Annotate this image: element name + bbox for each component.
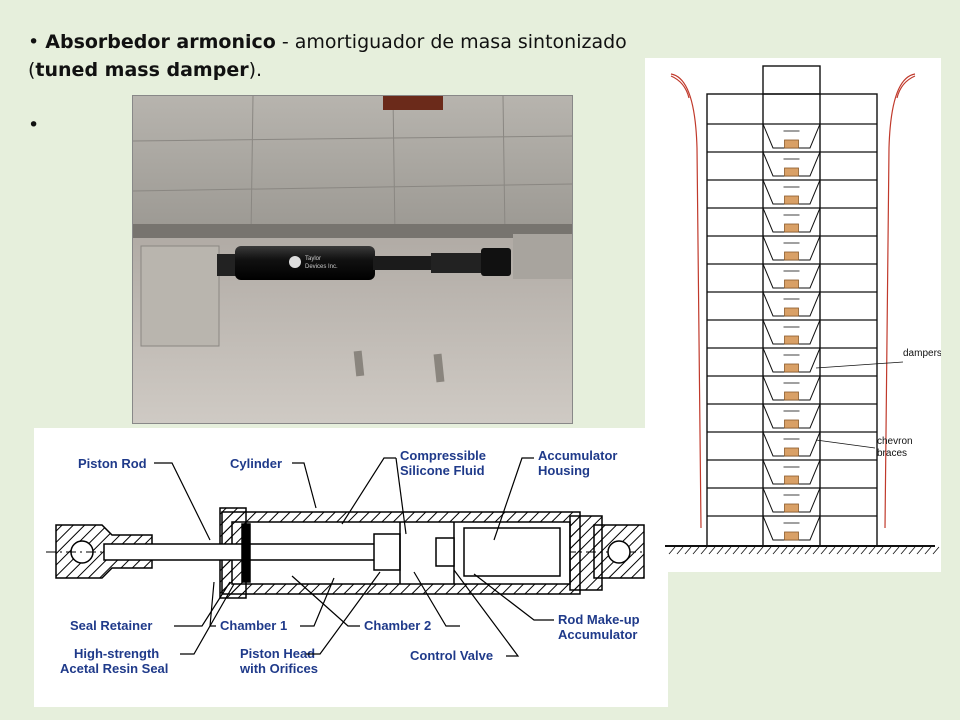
label-chamber-1: Chamber 1 (220, 618, 287, 633)
label-fluid-2: Silicone Fluid (400, 463, 485, 478)
label-housing-1: Accumulator (538, 448, 617, 463)
damper-unit (784, 223, 799, 233)
damper-unit (784, 167, 799, 177)
photo-label-1: Taylor (305, 256, 321, 262)
ground-hatch (716, 546, 724, 555)
sway-arc-left (670, 75, 690, 99)
title-normal: - amortiguador de masa sintonizado ( (28, 31, 627, 81)
label-seal-retainer: Seal Retainer (70, 618, 152, 633)
label-makeup-1: Rod Make-up (558, 612, 640, 627)
label-chamber-2: Chamber 2 (364, 618, 431, 633)
ground-hatch (868, 546, 876, 555)
title-bold-start: Absorbedor armonico (45, 31, 276, 53)
dampers-leader (815, 361, 904, 369)
ground-hatch (692, 546, 700, 555)
chevron-label-2: braces (877, 448, 907, 459)
label-seal-2: Acetal Resin Seal (60, 661, 168, 676)
ground-hatch (892, 546, 900, 555)
chevron-leader (815, 439, 876, 449)
ground-hatch (836, 546, 844, 555)
label-head-1: Piston Head (240, 646, 315, 661)
ground-hatch (796, 546, 804, 555)
ground-hatch (756, 546, 764, 555)
ground-hatch (804, 546, 812, 555)
ground-hatch (812, 546, 820, 555)
damper-unit (784, 279, 799, 289)
damper-unit (784, 531, 799, 541)
damper-photo-drawing: Taylor Devices Inc. (133, 96, 572, 423)
sway-arc-right (896, 75, 916, 99)
ground-hatch (676, 546, 684, 555)
ground-hatch (700, 546, 708, 555)
ground-hatch (884, 546, 892, 555)
bullet-marker: • (28, 31, 40, 53)
damper-unit (784, 503, 799, 513)
chevron-label-1: chevron (877, 436, 913, 447)
ground-hatch (876, 546, 884, 555)
ground-hatch (732, 546, 740, 555)
ground-hatch (852, 546, 860, 555)
label-head-2: with Orifices (239, 661, 318, 676)
damper-photo: Taylor Devices Inc. (132, 95, 573, 424)
ground-hatch (860, 546, 868, 555)
ground-hatch (908, 546, 916, 555)
damper-unit (784, 335, 799, 345)
damper-unit (784, 475, 799, 485)
ground-hatch (924, 546, 932, 555)
ground-hatch (708, 546, 716, 555)
label-control-valve: Control Valve (410, 648, 493, 663)
ground-hatch (844, 546, 852, 555)
ground-hatch (916, 546, 924, 555)
ground-hatch (788, 546, 796, 555)
sway-right-line (884, 73, 916, 529)
ground-hatch (820, 546, 828, 555)
label-makeup-2: Accumulator (558, 627, 637, 642)
damper-unit (784, 307, 799, 317)
damper-unit (784, 391, 799, 401)
sway-left-line (670, 73, 702, 529)
ground-hatch (932, 546, 940, 555)
damper-unit (784, 195, 799, 205)
damper-unit (784, 363, 799, 373)
dampers-label: dampers (903, 348, 941, 359)
damper-unit (784, 419, 799, 429)
label-fluid-1: Compressible (400, 448, 486, 463)
roof-structure (762, 65, 821, 95)
ground-hatch (740, 546, 748, 555)
label-cylinder: Cylinder (230, 456, 282, 471)
bullet-text-1: • Absorbedor armonico - amortiguador de … (28, 28, 688, 84)
title-bold-end: tuned mass damper (35, 59, 249, 81)
damper-unit (784, 251, 799, 261)
photo-label-2: Devices Inc. (305, 264, 338, 270)
label-piston-rod: Piston Rod (78, 456, 147, 471)
ground-hatch (772, 546, 780, 555)
title-close: ). (248, 59, 263, 81)
damper-unit (784, 447, 799, 457)
damper-cutaway-diagram: Piston Rod Cylinder Compressible Silicon… (34, 428, 668, 707)
ground-hatch (724, 546, 732, 555)
ground-hatch (828, 546, 836, 555)
label-seal-1: High-strength (74, 646, 159, 661)
ground-hatch (764, 546, 772, 555)
bullet-text-2: • (28, 114, 40, 136)
ground-hatch (780, 546, 788, 555)
label-housing-2: Housing (538, 463, 590, 478)
damper-diagram-svg: Piston Rod Cylinder Compressible Silicon… (46, 448, 652, 676)
damper-unit (784, 139, 799, 149)
ground-hatch (748, 546, 756, 555)
ground-hatch (684, 546, 692, 555)
ground-hatch (668, 546, 676, 555)
ground-hatch (900, 546, 908, 555)
